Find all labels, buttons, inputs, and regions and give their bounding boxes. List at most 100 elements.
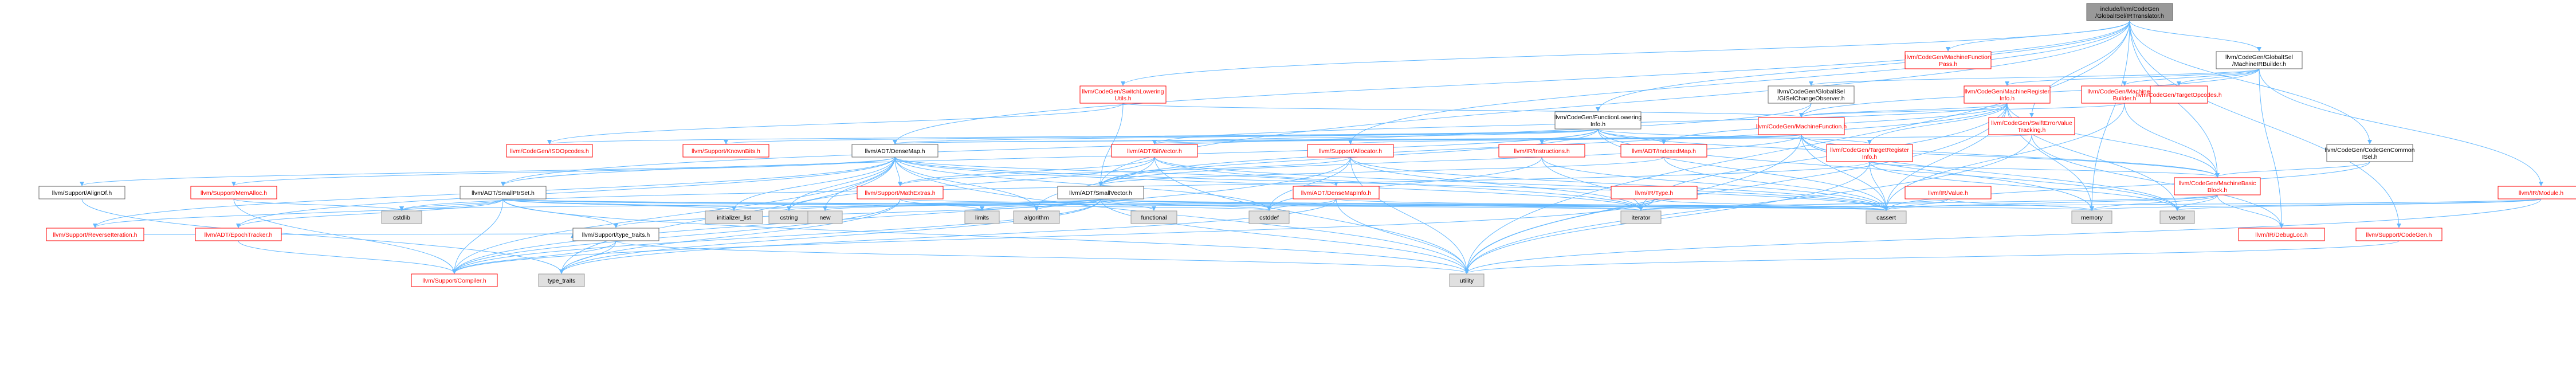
node-label: llvm/ADT/EpochTracker.h (205, 232, 273, 238)
node-densemapinfo[interactable]: llvm/ADT/DenseMapInfo.h (1293, 186, 1380, 199)
node-initlist[interactable]: initializer_list (705, 210, 763, 224)
node-box (46, 228, 144, 241)
node-smallvector[interactable]: llvm/ADT/SmallVector.h (1057, 186, 1144, 199)
node-allocator[interactable]: llvm/Support/Allocator.h (1307, 144, 1394, 158)
node-label: llvm/IR/Type.h (1635, 190, 1674, 197)
node-utility[interactable]: utility (1449, 273, 1485, 287)
node-cassert[interactable]: cassert (1866, 210, 1907, 224)
node-box (190, 186, 277, 199)
edge-switchlowering-to-isdopcodes (547, 103, 1124, 144)
edge-typetraits_h-to-utility (615, 240, 1469, 274)
node-label: llvm/Support/MemAlloc.h (201, 190, 267, 197)
node-label: new (819, 214, 831, 221)
node-indexedmap[interactable]: llvm/ADT/IndexedMap.h (1620, 144, 1707, 158)
node-box (1057, 186, 1144, 199)
node-label: Info.h (1591, 121, 1605, 128)
edge-allocator-to-cassert (1350, 156, 1888, 211)
edge-bitvector-to-cstring (787, 156, 1155, 211)
node-debugloc[interactable]: llvm/IR/DebugLoc.h (2238, 228, 2325, 241)
node-revert[interactable]: llvm/Support/ReverseIteration.h (46, 228, 144, 241)
node-label: llvm/CodeGen/MachineFunction (1905, 54, 1991, 61)
node-irvalue[interactable]: llvm/IR/Value.h (1904, 186, 1992, 199)
node-bitvector[interactable]: llvm/ADT/BitVector.h (1111, 144, 1198, 158)
edge-densemapinfo-to-cassert (1336, 198, 1888, 211)
node-typetraits_h[interactable]: llvm/Support/type_traits.h (572, 228, 659, 241)
edge-bitvector-to-cassert (1154, 156, 1888, 211)
node-smallptrset[interactable]: llvm/ADT/SmallPtrSet.h (460, 186, 547, 199)
node-memalloc[interactable]: llvm/Support/MemAlloc.h (190, 186, 277, 199)
node-supportcodegen[interactable]: llvm/Support/CodeGen.h (2355, 228, 2443, 241)
node-irtype[interactable]: llvm/IR/Type.h (1611, 186, 1698, 199)
edge-swifterror-to-debugloc (2031, 134, 2284, 228)
node-gisel_changeobs[interactable]: llvm/CodeGen/GlobalISel/GISelChangeObser… (1768, 85, 1855, 104)
node-algorithm[interactable]: algorithm (1013, 210, 1060, 224)
node-compiler[interactable]: llvm/Support/Compiler.h (411, 273, 498, 287)
node-densemap[interactable]: llvm/ADT/DenseMap.h (851, 144, 938, 158)
node-epochtracker[interactable]: llvm/ADT/EpochTracker.h (195, 228, 282, 241)
node-box (195, 228, 282, 241)
edge-targetreginfo-to-utility (1464, 161, 1870, 274)
edge-machinebb-to-debugloc (2217, 194, 2284, 228)
edge-densemap-to-utility (894, 156, 1469, 274)
node-iterator[interactable]: iterator (1620, 210, 1662, 224)
node-box (2174, 177, 2261, 195)
node-box (1768, 85, 1855, 104)
edge-densemap-to-algorithm (894, 156, 1039, 211)
node-irmodule[interactable]: llvm/IR/Module.h (2498, 186, 2576, 199)
node-label: llvm/ADT/BitVector.h (1127, 148, 1182, 155)
edge-densemap-to-compiler (452, 156, 896, 274)
node-label: llvm/ADT/SmallVector.h (1069, 190, 1132, 197)
edge-smallptrset-to-initlist (502, 198, 736, 211)
node-label: llvm/Support/AlignOf.h (52, 190, 112, 197)
edge-densemap-to-memalloc (231, 156, 896, 186)
node-box (2326, 144, 2413, 162)
node-knownbits[interactable]: llvm/Support/KnownBits.h (682, 144, 769, 158)
node-vector[interactable]: vector (2159, 210, 2195, 224)
node-gisel_mirbuilder[interactable]: llvm/CodeGen/GlobalISel/MachineIRBuilder… (2216, 51, 2303, 69)
edge-instructions-to-iterator (1541, 156, 1643, 211)
node-label: ISel.h (2362, 154, 2378, 160)
node-label: algorithm (1024, 214, 1049, 221)
node-box (1611, 186, 1698, 199)
node-box (411, 273, 498, 287)
node-cstddef[interactable]: cstddef (1248, 210, 1290, 224)
node-new[interactable]: new (807, 210, 843, 224)
edge-densemap-to-cstddef (894, 156, 1271, 211)
node-instructions[interactable]: llvm/IR/Instructions.h (1498, 144, 1585, 158)
edge-irvalue-to-memory (1947, 198, 2094, 211)
edge-instructions-to-cassert (1541, 156, 1888, 211)
node-targetopcodes[interactable]: llvm/CodeGen/TargetOpcodes.h (2136, 85, 2222, 104)
edge-smallvector-to-new (823, 198, 1101, 211)
node-mathextras[interactable]: llvm/Support/MathExtras.h (857, 186, 944, 199)
node-alignof[interactable]: llvm/Support/AlignOf.h (38, 186, 125, 199)
edge-machinefunction-to-smallvector (1098, 134, 1802, 186)
node-label: llvm/CodeGen/TargetRegister (1830, 147, 1909, 154)
node-label: llvm/IR/Value.h (1928, 190, 1968, 197)
node-label: llvm/Support/Allocator.h (1319, 148, 1382, 155)
node-cstring[interactable]: cstring (768, 210, 810, 224)
node-isdopcodes[interactable]: llvm/CodeGen/ISDOpcodes.h (506, 144, 593, 158)
node-machinefunction[interactable]: llvm/CodeGen/MachineFunction.h (1756, 117, 1847, 135)
edge-gisel_mirbuilder-to-irmodule (2259, 68, 2543, 186)
edge-indexedmap-to-cassert (1663, 156, 1888, 211)
edge-machinebb-to-cassert (1884, 194, 2218, 211)
header-nodes: include/llvm/CodeGen/GlobalISel/IRTransl… (38, 3, 2576, 287)
edge-machinebb-to-memory (2090, 194, 2218, 211)
node-box (857, 186, 944, 199)
node-memory[interactable]: memory (2071, 210, 2112, 224)
node-cstdlib[interactable]: cstdlib (381, 210, 422, 224)
node-box (1758, 117, 1845, 135)
node-type_traits[interactable]: type_traits (538, 273, 585, 287)
edge-root-to-densemap (893, 20, 2130, 144)
node-limits[interactable]: limits (964, 210, 1000, 224)
node-label: llvm/Support/type_traits.h (582, 232, 650, 238)
node-functional[interactable]: functional (1130, 210, 1177, 224)
